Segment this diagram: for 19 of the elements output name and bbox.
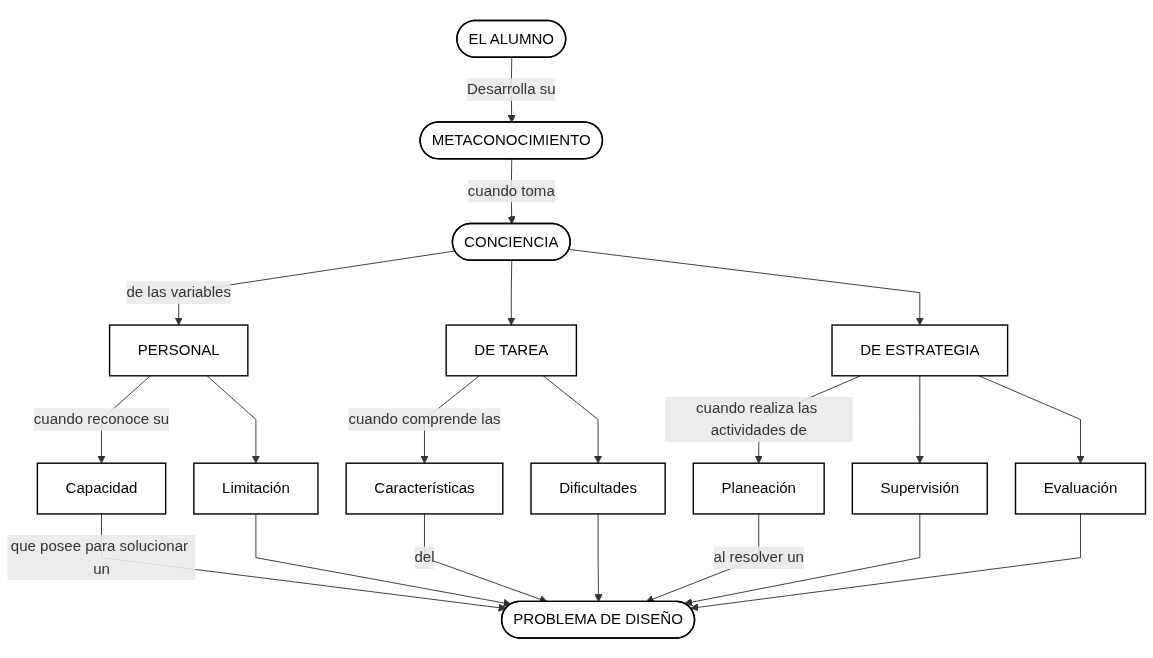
edge-label: cuando reconoce su bbox=[33, 410, 170, 427]
edge-label: del bbox=[414, 548, 435, 565]
edge-label: de las variables bbox=[126, 283, 231, 300]
edge-label: que posee para solucionar un bbox=[10, 537, 189, 577]
edge-label: cuando toma bbox=[467, 182, 555, 199]
node-box: PERSONAL bbox=[108, 324, 249, 377]
node-box: Dificultades bbox=[530, 462, 666, 515]
edge-label: Desarrolla su bbox=[466, 80, 556, 97]
node-box: DE TAREA bbox=[445, 324, 578, 377]
node-box: Supervisión bbox=[851, 462, 988, 515]
node-box: Características bbox=[345, 462, 504, 515]
edge-label: cuando comprende las bbox=[348, 410, 501, 427]
node-box: Planeación bbox=[692, 462, 825, 515]
node-box: Limitación bbox=[193, 462, 319, 515]
node-box: Evaluación bbox=[1014, 462, 1147, 515]
node-box: Capacidad bbox=[36, 462, 167, 515]
edge-label: al resolver un bbox=[713, 548, 804, 565]
node-box: DE ESTRATEGIA bbox=[831, 324, 1009, 377]
edge-label: cuando realiza las actividades de bbox=[696, 399, 818, 439]
